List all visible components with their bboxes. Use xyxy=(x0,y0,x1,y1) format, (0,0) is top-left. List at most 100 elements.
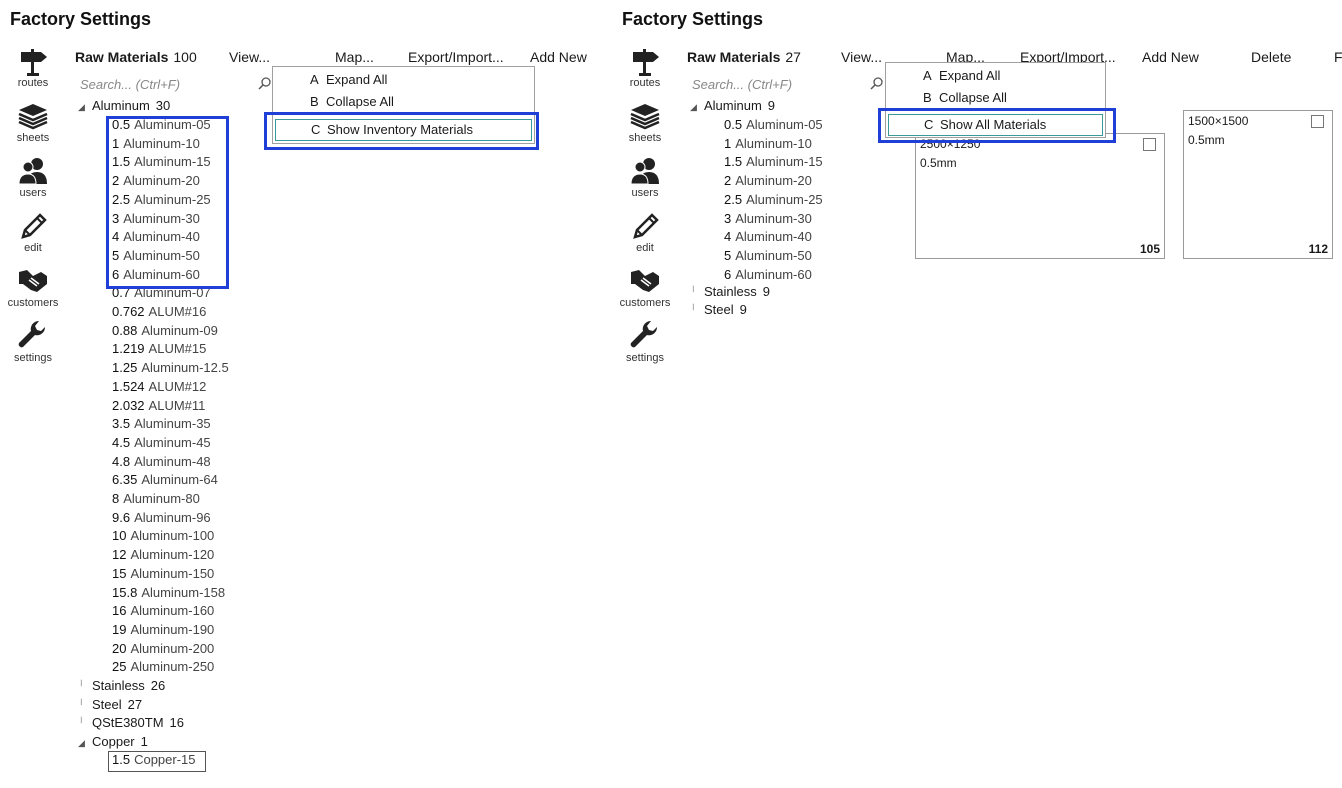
toolbar-item-cut-off[interactable]: Fi xyxy=(1334,49,1342,65)
sheet-checkbox[interactable] xyxy=(1143,138,1156,151)
sidebar-item-settings[interactable]: settings xyxy=(612,319,678,371)
add-new-button[interactable]: Add New xyxy=(1142,49,1199,65)
sidebar-item-label: edit xyxy=(636,242,654,254)
export-import-button[interactable]: Export/Import... xyxy=(1020,49,1116,65)
sidebar-item-routes[interactable]: routes xyxy=(612,44,678,96)
item-thickness: 1 xyxy=(724,136,732,151)
map-button[interactable]: Map... xyxy=(335,49,374,65)
sheet-quantity: 112 xyxy=(1308,242,1328,256)
sidebar-item-routes[interactable]: routes xyxy=(0,44,66,96)
search-icon[interactable] xyxy=(870,76,884,90)
delete-button[interactable]: Delete xyxy=(1251,49,1292,65)
sidebar-item-edit[interactable]: edit xyxy=(0,209,66,261)
expand-triangle-icon: ◢ xyxy=(690,102,697,112)
sidebar-item-users[interactable]: users xyxy=(0,154,66,206)
sheet-checkbox[interactable] xyxy=(1311,115,1324,128)
menu-item-label: Expand All xyxy=(939,68,1001,83)
export-import-button[interactable]: Export/Import... xyxy=(408,49,504,65)
item-name: Aluminum-15 xyxy=(134,154,211,169)
node-label: Aluminum xyxy=(92,98,150,113)
search-input[interactable] xyxy=(75,74,255,94)
map-button[interactable]: Map... xyxy=(946,49,985,65)
sidebar-item-label: customers xyxy=(619,297,671,309)
view-button[interactable]: View... xyxy=(841,49,882,65)
add-new-button[interactable]: Add New xyxy=(530,49,587,65)
sheet-card[interactable]: 2500×1250 0.5mm 105 xyxy=(915,133,1165,259)
search-input[interactable] xyxy=(687,74,867,94)
search-icon[interactable] xyxy=(258,76,272,90)
sidebar-item-edit[interactable]: edit xyxy=(612,209,678,261)
sidebar-item-settings[interactable]: settings xyxy=(0,319,66,371)
sidebar-item-users[interactable]: users xyxy=(612,154,678,206)
item-thickness: 0.5 xyxy=(724,117,743,132)
sidebar-item-sheets[interactable]: sheets xyxy=(612,99,678,151)
sidebar-item-customers[interactable]: customers xyxy=(612,264,678,316)
sheet-card[interactable]: 1500×1500 0.5mm 112 xyxy=(1183,110,1333,259)
sheets-stack-icon xyxy=(630,104,660,130)
sidebar-item-customers[interactable]: customers xyxy=(0,264,66,316)
collapsed-marker-icon: ╵ xyxy=(78,700,85,712)
node-count: 27 xyxy=(127,697,143,712)
sidebar-item-sheets[interactable]: sheets xyxy=(0,99,66,151)
view-button[interactable]: View... xyxy=(229,49,270,65)
node-label: Aluminum xyxy=(704,98,762,113)
item-thickness: 5 xyxy=(724,248,732,263)
